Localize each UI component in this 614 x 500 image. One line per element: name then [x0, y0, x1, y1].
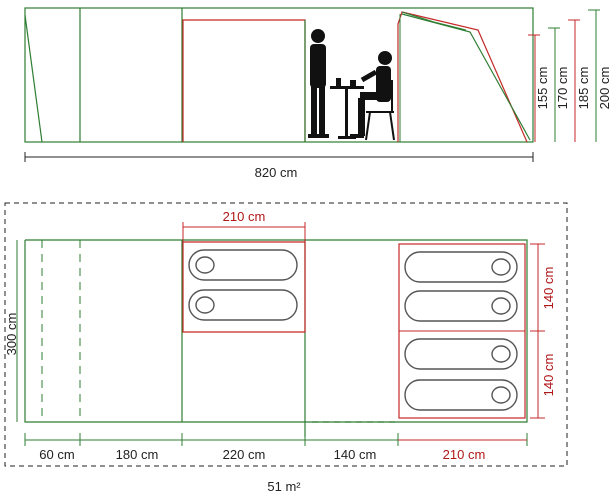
height-label-200: 200 cm [597, 67, 612, 110]
sleeping-bag-pillow [195, 256, 215, 274]
side-awning-hatch [401, 11, 467, 31]
sleeping-bag [188, 289, 298, 321]
sleeping-bag-pillow [195, 296, 215, 314]
sleeping-bag-pillow [491, 345, 511, 363]
plan-width-label: 300 cm [4, 313, 19, 356]
sleeping-bag [404, 251, 518, 283]
footprint-dashed [4, 202, 568, 467]
height-label-155: 155 cm [535, 67, 550, 110]
height-label-170: 170 cm [555, 67, 570, 110]
bedroom-top-red [182, 241, 306, 333]
plan-outline-left [24, 240, 182, 423]
sleeping-bag-group-top [188, 249, 298, 321]
segment-label-60: 60 cm [39, 447, 74, 462]
side-awning-slope [401, 13, 531, 141]
side-bedroom-red [397, 11, 528, 143]
sleeping-bag [404, 338, 518, 370]
sleeping-bag-pillow [491, 297, 511, 315]
sleeping-bag [188, 249, 298, 281]
length-label: 820 cm [255, 165, 298, 180]
segment-label-220: 220 cm [223, 447, 266, 462]
side-sloped-wall [24, 14, 43, 143]
height-label-185: 185 cm [576, 67, 591, 110]
sleeping-bag-group-right [404, 251, 518, 411]
bedroom-right-depth-label-2: 140 cm [541, 354, 556, 397]
sleeping-bag-pillow [491, 386, 511, 404]
sleeping-bag-pillow [491, 258, 511, 276]
side-door-red [182, 19, 306, 142]
plan-outline-top-right [25, 239, 528, 423]
table-figure [330, 78, 364, 139]
area-label: 51 m² [267, 479, 301, 494]
side-view: 155 cm 170 cm 185 cm 200 cm 820 cm [24, 7, 612, 180]
bedroom-top-width-label: 210 cm [223, 209, 266, 224]
side-view-outline [24, 7, 534, 143]
segment-label-180: 180 cm [116, 447, 159, 462]
chair-figure [365, 80, 395, 141]
sleeping-bag [404, 290, 518, 322]
segment-label-210: 210 cm [443, 447, 486, 462]
bedroom-right-depth-label-1: 140 cm [541, 267, 556, 310]
standing-person-figure [308, 29, 329, 138]
segment-label-140: 140 cm [334, 447, 377, 462]
plan-view: 210 cm 140 cm 140 cm 300 cm 60 cm 180 cm… [4, 202, 568, 494]
seated-person-figure [350, 51, 392, 138]
sleeping-bag [404, 379, 518, 411]
